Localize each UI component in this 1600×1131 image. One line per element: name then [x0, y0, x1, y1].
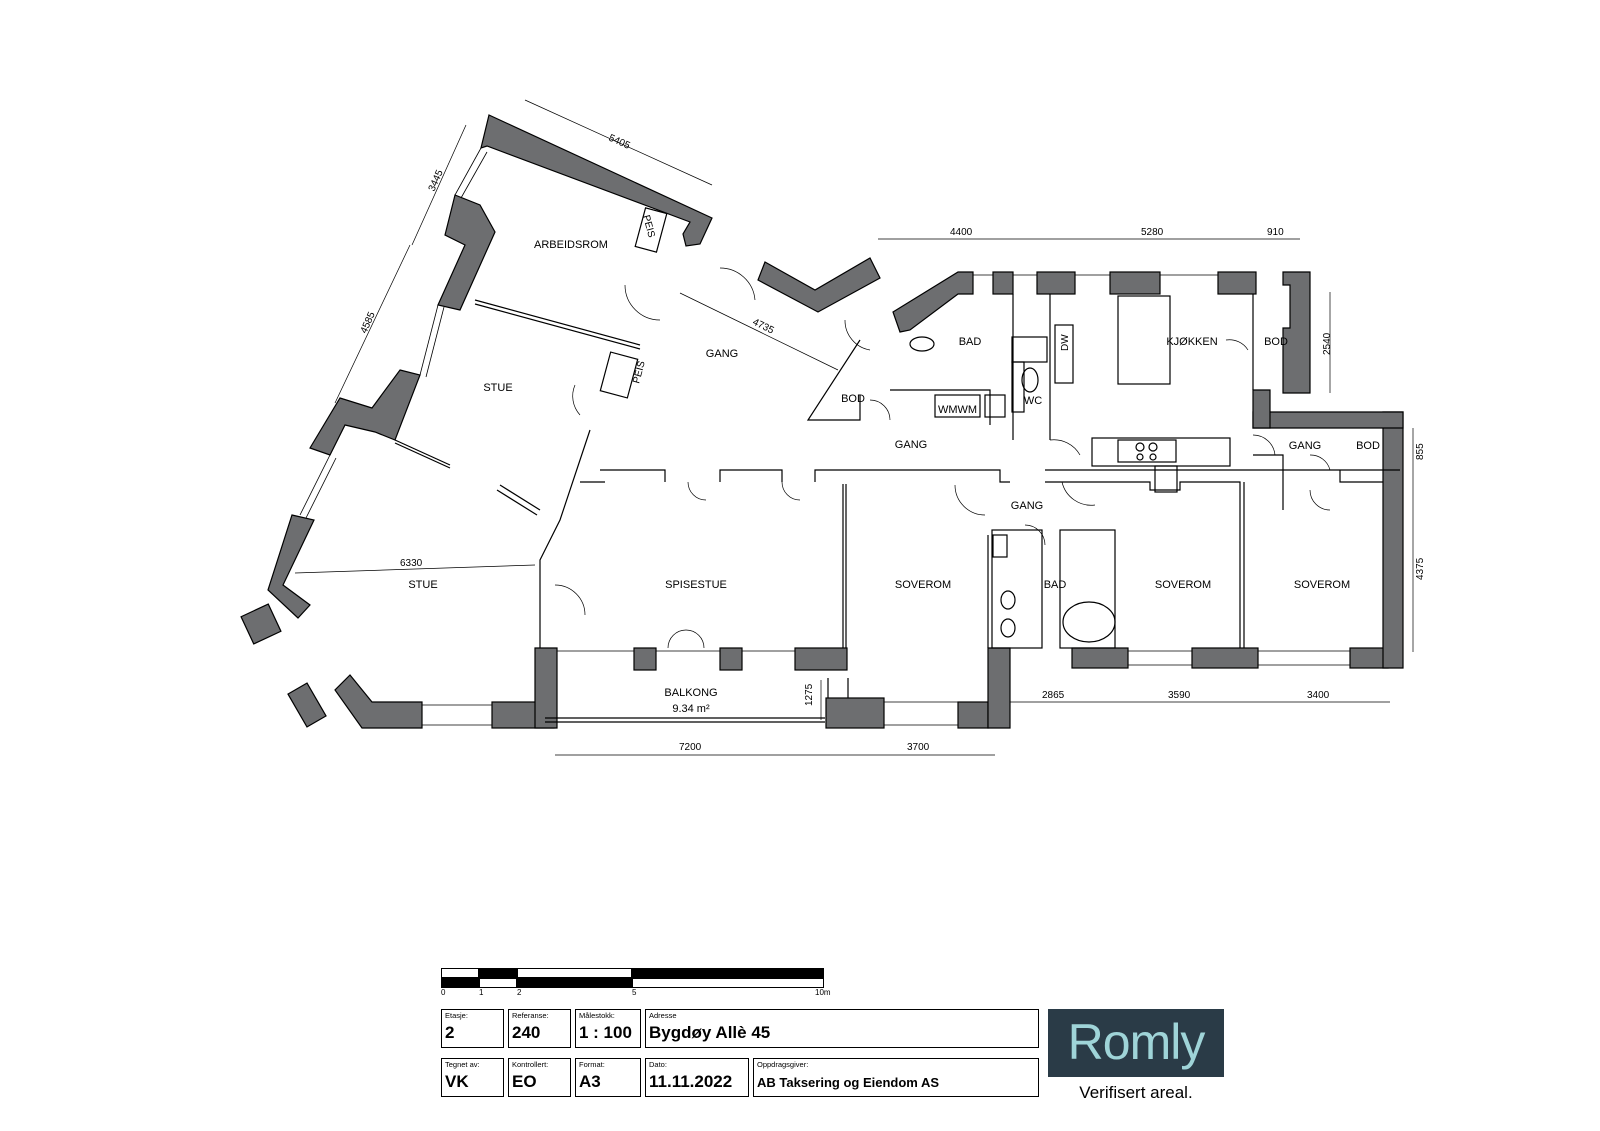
room-label-stue-lower: STUE [408, 579, 437, 591]
romly-logo-text: Romly [1067, 1014, 1206, 1070]
room-label-bod-top-right: BOD [1264, 336, 1288, 348]
tb-kontrollert-label: Kontrollert: [512, 1060, 549, 1069]
room-labels: ARBEIDSROM STUE STUE GANG GANG GANG GANG… [408, 214, 1380, 715]
room-label-gang-right: GANG [1289, 440, 1321, 452]
dim-3590: 3590 [1168, 690, 1191, 701]
room-label-bad-top: BAD [959, 336, 982, 348]
tb-tegnet-value: VK [445, 1072, 469, 1091]
dishwasher-label: DW [1060, 334, 1071, 351]
dim-4585: 4585 [359, 310, 378, 335]
room-label-wc: WC [1024, 395, 1042, 407]
scale-tick-1: 1 [479, 988, 484, 997]
room-label-gang-top: GANG [706, 348, 738, 360]
dim-2540: 2540 [1322, 332, 1333, 355]
tb-oppdrag-value: AB Taksering og Eiendom AS [757, 1075, 940, 1090]
scale-seg-6 [479, 978, 517, 988]
balkong-area: 9.34 m² [672, 703, 710, 715]
tb-adresse-value: Bygdøy Allè 45 [649, 1023, 771, 1042]
tb-format: Format: A3 [575, 1058, 641, 1097]
room-label-spisestue: SPISESTUE [665, 579, 727, 591]
peis-label-2: PEIS [631, 360, 648, 385]
tb-format-label: Format: [579, 1060, 605, 1069]
romly-logo: Romly [1048, 1009, 1224, 1077]
dim-6330: 6330 [400, 558, 423, 569]
tb-malestokk-value: 1 : 100 [579, 1023, 632, 1042]
tb-malestokk-label: Målestokk: [579, 1011, 615, 1020]
dimension-labels: 5405 3445 4585 4735 6330 4400 5280 910 2… [359, 133, 1426, 753]
tb-adresse: Adresse Bygdøy Allè 45 [645, 1009, 1039, 1048]
washer-label: WMWM [938, 404, 977, 416]
room-label-balkong: BALKONG [664, 687, 717, 699]
room-label-soverom-3: SOVEROM [1294, 579, 1350, 591]
dim-3445: 3445 [427, 168, 446, 193]
room-label-soverom-2: SOVEROM [1155, 579, 1211, 591]
dim-4400: 4400 [950, 227, 973, 238]
tb-etasje: Etasje: 2 [441, 1009, 504, 1048]
scale-seg-8 [632, 978, 824, 988]
dim-7200: 7200 [679, 742, 702, 753]
tb-adresse-label: Adresse [649, 1011, 677, 1020]
tb-dato: Dato: 11.11.2022 [645, 1058, 749, 1097]
tb-tegnet-label: Tegnet av: [445, 1060, 480, 1069]
room-label-stue-upper: STUE [483, 382, 512, 394]
tb-dato-value: 11.11.2022 [649, 1072, 733, 1091]
dim-3400: 3400 [1307, 690, 1330, 701]
walls [240, 114, 1404, 729]
peis-label-1: PEIS [640, 214, 657, 239]
tb-format-value: A3 [579, 1072, 601, 1091]
tb-tegnet: Tegnet av: VK [441, 1058, 504, 1097]
tb-kontrollert-value: EO [512, 1072, 537, 1091]
tb-kontrollert: Kontrollert: EO [508, 1058, 571, 1097]
room-label-soverom-1: SOVEROM [895, 579, 951, 591]
interior-walls [394, 207, 1400, 723]
scale-seg-1 [441, 968, 479, 978]
room-label-gang-mid: GANG [895, 439, 927, 451]
tb-etasje-label: Etasje: [445, 1011, 468, 1020]
dim-2865: 2865 [1042, 690, 1065, 701]
brand-tagline: Verifisert areal. [1079, 1083, 1193, 1102]
tb-etasje-value: 2 [445, 1023, 455, 1042]
dim-5405: 5405 [607, 133, 632, 152]
scale-seg-2 [479, 968, 517, 978]
room-label-arbeidsrom: ARBEIDSROM [534, 239, 608, 251]
scale-tick-10: 10m [815, 988, 831, 997]
dim-5280: 5280 [1141, 227, 1164, 238]
scale-tick-5: 5 [632, 988, 637, 997]
tb-referanse: Referanse: 240 [508, 1009, 571, 1048]
tb-referanse-value: 240 [512, 1023, 541, 1042]
windows [299, 147, 1350, 726]
room-label-gang-lower: GANG [1011, 500, 1043, 512]
tb-dato-label: Dato: [649, 1060, 667, 1069]
room-label-bod-left: BOD [841, 393, 865, 405]
scale-seg-5 [441, 978, 479, 988]
tb-malestokk: Målestokk: 1 : 100 [575, 1009, 641, 1048]
room-label-bod-right: BOD [1356, 440, 1380, 452]
doors [554, 267, 1331, 649]
dim-910: 910 [1267, 227, 1284, 238]
dimension-lines [294, 99, 1414, 756]
scale-tick-2: 2 [517, 988, 522, 997]
scale-seg-7 [517, 978, 632, 988]
scale-tick-0: 0 [441, 988, 446, 997]
dim-4375: 4375 [1415, 557, 1426, 580]
dim-1275: 1275 [804, 683, 815, 706]
room-label-kjokken: KJØKKEN [1166, 336, 1217, 348]
scale-seg-4 [632, 968, 824, 978]
dim-3700: 3700 [907, 742, 930, 753]
tb-oppdrag-label: Oppdragsgiver: [757, 1060, 809, 1069]
scale-bar: 0 1 2 5 10m [441, 968, 831, 997]
dim-855: 855 [1415, 443, 1426, 460]
tb-referanse-label: Referanse: [512, 1011, 549, 1020]
room-label-bad-lower: BAD [1044, 579, 1067, 591]
tb-oppdragsgiver: Oppdragsgiver: AB Taksering og Eiendom A… [753, 1058, 1039, 1097]
scale-seg-3 [517, 968, 632, 978]
